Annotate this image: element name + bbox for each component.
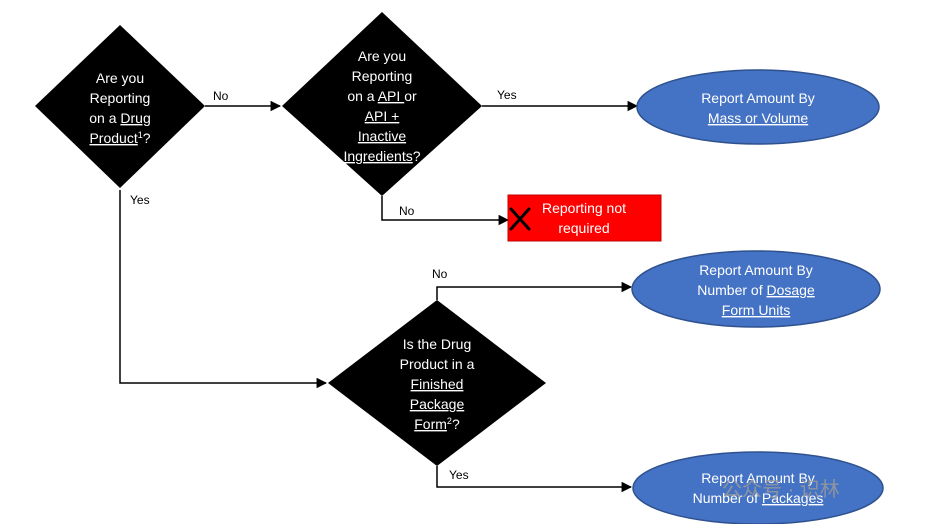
outcome-ellipse (636, 69, 880, 145)
edge-api-no (381, 196, 510, 226)
edge-label-pkg-no: No (432, 267, 448, 281)
edge-label-drug-no: No (213, 89, 229, 103)
watermark-text: 公众号 · 识林 (722, 478, 840, 501)
outcome-ellipse (631, 250, 881, 328)
edge-label-api-yes: Yes (497, 88, 517, 102)
decision-diamond (282, 12, 482, 196)
edge-label-pkg-yes: Yes (449, 468, 469, 482)
red-box (507, 194, 662, 242)
edge-labels: No Yes Yes No No Yes (130, 88, 517, 482)
edge-drug-yes (119, 190, 328, 389)
x-mark-icon (509, 207, 531, 231)
edge-pkg-yes (436, 466, 633, 493)
edge-label-api-no: No (399, 204, 415, 218)
decision-diamond (328, 300, 546, 466)
edge-label-drug-yes: Yes (130, 193, 150, 207)
decision-diamond (35, 25, 205, 188)
connectors (119, 100, 639, 493)
edge-pkg-no (436, 281, 633, 300)
outcome-ellipse (632, 451, 884, 524)
